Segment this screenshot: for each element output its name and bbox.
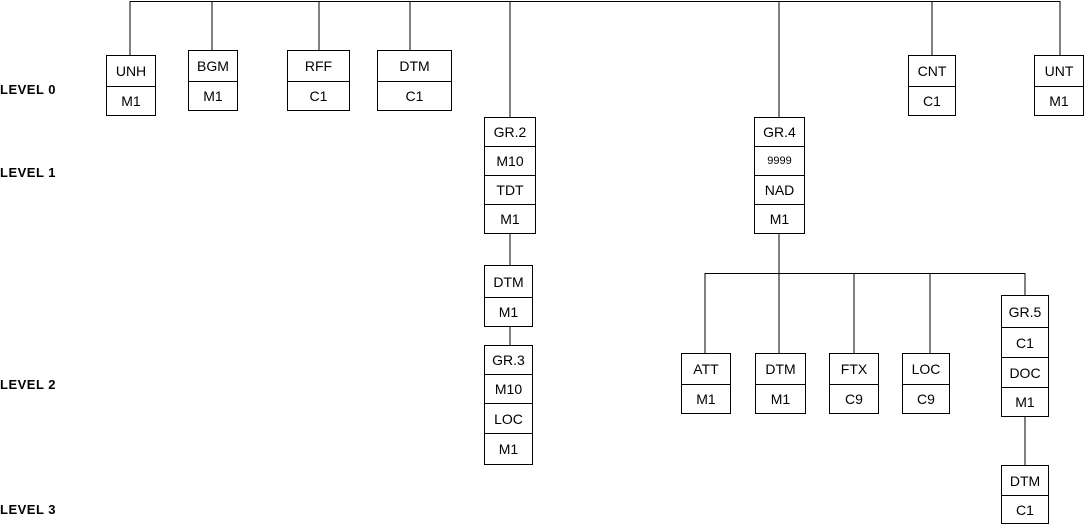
segment-bgm: BGM M1: [188, 50, 238, 111]
trigger-segment-tag: TDT: [485, 175, 535, 204]
segment-dtm-level0: DTM C1: [377, 50, 452, 111]
group-tag: GR.5: [1008, 303, 1042, 320]
segment-tag: DTM: [493, 273, 524, 290]
group-tag: GR.2: [493, 124, 527, 140]
segment-tag: DTM: [1009, 472, 1041, 489]
segment-tag: FTX: [840, 361, 868, 377]
level-0-label: LEVEL 0: [0, 82, 57, 97]
trigger-segment-status: M1: [1002, 387, 1048, 416]
group-gr2: GR.2 M10 TDT M1: [484, 117, 536, 234]
segment-rff: RFF C1: [287, 50, 350, 111]
trigger-segment-tag: LOC: [485, 403, 532, 433]
segment-unt: UNT M1: [1034, 55, 1084, 116]
segment-unh: UNH M1: [106, 55, 156, 116]
segment-dtm-gr5: DTM C1: [1001, 465, 1049, 524]
segment-tag: RFF: [304, 58, 333, 74]
trigger-segment-status: M1: [485, 204, 535, 233]
level-2-label: LEVEL 2: [0, 377, 57, 392]
group-gr5: GR.5 C1 DOC M1: [1001, 295, 1049, 417]
segment-tag: BGM: [197, 58, 229, 74]
segment-status: M1: [485, 297, 532, 326]
segment-status: M1: [756, 384, 805, 413]
segment-tag: CNT: [917, 63, 947, 79]
segment-status: M1: [189, 81, 237, 110]
trigger-segment-status: M1: [485, 433, 532, 464]
trigger-segment-tag: NAD: [755, 175, 804, 204]
group-gr3: GR.3 M10 LOC M1: [484, 345, 533, 465]
group-tag: GR.4: [763, 124, 796, 140]
segment-status: C1: [288, 81, 349, 110]
group-gr4: GR.4 9999 NAD M1: [754, 117, 805, 234]
group-tag: GR.3: [492, 352, 525, 368]
trigger-segment-tag: DOC: [1002, 357, 1048, 387]
level-1-label: LEVEL 1: [0, 165, 57, 180]
group-repeat: M10: [485, 374, 532, 403]
group-repeat: C1: [1002, 327, 1048, 357]
segment-status: C1: [378, 81, 451, 110]
segment-dtm-gr4: DTM M1: [755, 353, 806, 414]
segment-ftx: FTX C9: [829, 353, 879, 414]
group-repeat: 9999: [755, 146, 804, 175]
level-3-label: LEVEL 3: [0, 502, 57, 517]
segment-status: M1: [107, 86, 155, 115]
segment-tag: DTM: [399, 58, 430, 74]
segment-status: C9: [830, 384, 878, 413]
segment-loc: LOC C9: [902, 353, 950, 414]
segment-status: M1: [1035, 86, 1083, 115]
segment-status: C9: [903, 384, 949, 413]
segment-tag: UNT: [1044, 63, 1074, 79]
segment-cnt: CNT C1: [908, 55, 956, 116]
segment-tag: ATT: [693, 361, 719, 377]
group-repeat: M10: [485, 146, 535, 175]
segment-tag: DTM: [765, 361, 796, 377]
segment-status: C1: [909, 86, 955, 115]
segment-att: ATT M1: [681, 353, 731, 414]
segment-status: M1: [682, 384, 730, 413]
segment-status: C1: [1002, 495, 1048, 523]
segment-dtm-gr2: DTM M1: [484, 265, 533, 327]
segment-tag: UNH: [115, 63, 147, 79]
segment-tag: LOC: [911, 361, 941, 377]
trigger-segment-status: M1: [755, 204, 804, 233]
